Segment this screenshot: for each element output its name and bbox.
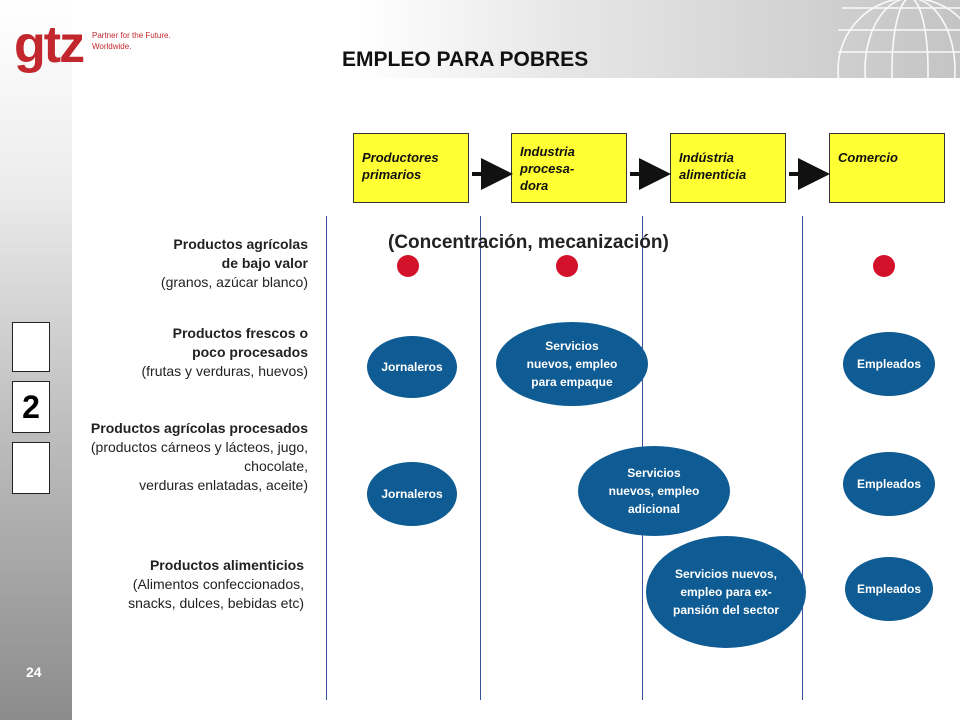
ellipse-empleados-3: Empleados xyxy=(845,557,933,621)
row-label-bajo-valor: Productos agrícolas de bajo valor (grano… xyxy=(160,236,308,290)
stage-comercio: Comercio xyxy=(829,133,945,203)
row-label-procesados: Productos agrícolas procesados (producto… xyxy=(90,420,308,493)
stage-productores-primarios: Productores primarios xyxy=(353,133,469,203)
divider-line-2 xyxy=(480,216,481,700)
ellipse-servicios-empaque: Servicios nuevos, empleo para empaque xyxy=(496,322,648,406)
stage-industria-alimenticia: Indústria alimenticia xyxy=(670,133,786,203)
concentration-label: (Concentración, mecanización) xyxy=(388,232,669,253)
divider-line-4 xyxy=(802,216,803,700)
section-box-3 xyxy=(12,442,50,494)
ellipse-jornaleros-2: Jornaleros xyxy=(367,462,457,526)
header-gradient-band xyxy=(360,0,960,78)
row-label-alimenticios: Productos alimenticios (Alimentos confec… xyxy=(128,557,304,611)
ellipse-empleados-1: Empleados xyxy=(843,332,935,396)
row-label-frescos: Productos frescos o poco procesados (fru… xyxy=(141,325,308,379)
ellipse-jornaleros-1: Jornaleros xyxy=(367,336,457,398)
section-box-1 xyxy=(12,322,50,372)
globe-graphic xyxy=(837,0,960,80)
ellipse-servicios-expansion: Servicios nuevos, empleo para ex- pansió… xyxy=(646,536,806,648)
ellipse-servicios-adicional: Servicios nuevos, empleo adicional xyxy=(578,446,730,536)
ellipse-empleados-2: Empleados xyxy=(843,452,935,516)
page-number: 24 xyxy=(26,664,42,680)
section-box-current: 2 xyxy=(12,381,50,433)
divider-line-1 xyxy=(326,216,327,700)
concentration-dot-1 xyxy=(397,255,419,277)
page-title: EMPLEO PARA POBRES xyxy=(342,48,589,71)
gtz-logo: gtz xyxy=(14,16,85,74)
stage-industria-procesadora: Industria procesa- dora xyxy=(511,133,627,203)
concentration-dot-3 xyxy=(873,255,895,277)
concentration-dot-2 xyxy=(556,255,578,277)
logo-tagline: Partner for the Future. Worldwide. xyxy=(92,31,171,51)
